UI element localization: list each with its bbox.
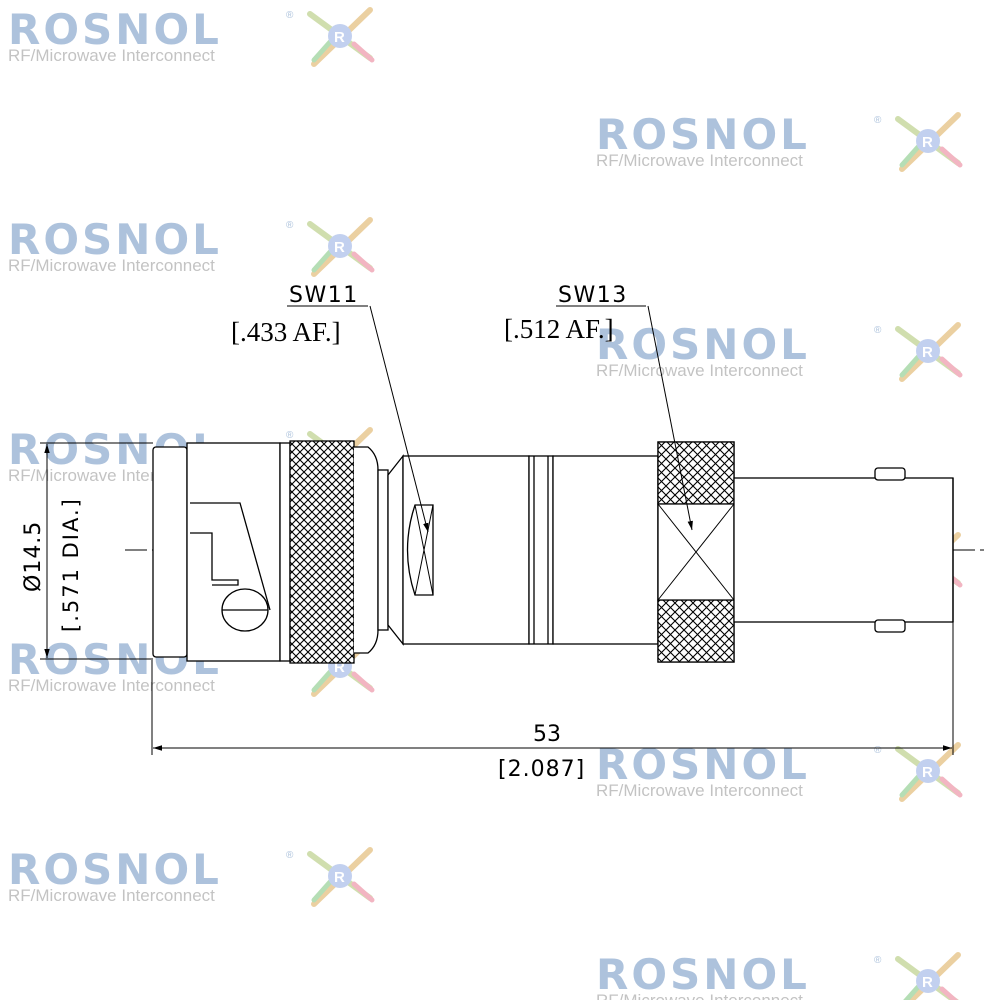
- watermark-brand: ROSNOL: [596, 320, 810, 369]
- watermark-logo-letter: R: [922, 344, 933, 361]
- sw11-value: [.433 AF.]: [231, 317, 341, 347]
- watermark-logo-icon: R: [895, 742, 963, 802]
- watermark-logo-icon: R: [307, 7, 375, 67]
- watermark-registered: ®: [286, 220, 294, 231]
- watermark-registered: ®: [874, 745, 882, 756]
- watermark-registered: ®: [874, 115, 882, 126]
- watermark-brand: ROSNOL: [596, 110, 810, 159]
- watermark-logo-icon: R: [307, 847, 375, 907]
- watermark-registered: ®: [286, 10, 294, 21]
- watermark: ROSNOL ® RF/Microwave Interconnect R: [8, 215, 375, 277]
- rear-knurl-bottom: [657, 599, 735, 663]
- watermark-registered: ®: [874, 325, 882, 336]
- dimension-annotations: [40, 305, 954, 755]
- watermark-brand: ROSNOL: [596, 950, 810, 999]
- watermark: ROSNOL ® RF/Microwave Interconnect R: [596, 320, 963, 382]
- diameter-value: Ø14.5: [21, 521, 46, 592]
- watermark-tagline: RF/Microwave Interconnect: [596, 991, 803, 1000]
- watermark-tagline: RF/Microwave Interconnect: [596, 151, 803, 170]
- rear-knurl-top: [657, 441, 735, 505]
- connector-body: [125, 440, 985, 664]
- watermark-registered: ®: [286, 430, 294, 441]
- length-imperial: [2.087]: [498, 757, 585, 782]
- nut-shoulder: [279, 442, 291, 662]
- watermark-logo-letter: R: [334, 239, 345, 256]
- neck: [377, 469, 389, 631]
- watermark-tagline: RF/Microwave Interconnect: [596, 781, 803, 800]
- watermark-brand: ROSNOL: [8, 845, 222, 894]
- watermark-logo-letter: R: [922, 974, 933, 991]
- length-value: 53: [533, 722, 561, 747]
- watermark-registered: ®: [286, 850, 294, 861]
- sw11-leader: [369, 305, 429, 533]
- sw13-leader: [647, 305, 693, 531]
- watermark: ROSNOL ® RF/Microwave Interconnect R: [8, 5, 375, 67]
- wrench-flat-sw11: [406, 504, 434, 596]
- watermark: ROSNOL ® RF/Microwave Interconnect R: [596, 740, 963, 802]
- watermark-logo-letter: R: [334, 869, 345, 886]
- watermark-brand: ROSNOL: [8, 5, 222, 54]
- knurled-coupling-nut: [289, 440, 355, 664]
- watermark: ROSNOL ® RF/Microwave Interconnect R: [596, 110, 963, 172]
- sw13-label: SW13: [558, 283, 628, 308]
- watermark-tagline: RF/Microwave Interconnect: [8, 46, 215, 65]
- watermark-tagline: RF/Microwave Interconnect: [8, 886, 215, 905]
- bnc-front-flange: [152, 446, 188, 658]
- watermark-logo-letter: R: [922, 134, 933, 151]
- bayonet-slot: [190, 502, 271, 611]
- watermark-logo-letter: R: [922, 764, 933, 781]
- watermark-logo-icon: R: [307, 217, 375, 277]
- watermark-tagline: RF/Microwave Interconnect: [8, 676, 215, 695]
- diameter-imperial: [.571 DIA.]: [59, 497, 83, 632]
- nut-transition: [354, 446, 379, 654]
- watermark: ROSNOL ® RF/Microwave Interconnect R: [8, 845, 375, 907]
- neck-taper: [387, 454, 404, 646]
- watermark: ROSNOL ® RF/Microwave Interconnect R: [596, 950, 961, 1000]
- watermark-brand: ROSNOL: [8, 215, 222, 264]
- bayonet-stud-top: [874, 467, 906, 481]
- watermark-tagline: RF/Microwave Interconnect: [8, 256, 215, 275]
- watermark-registered: ®: [874, 955, 882, 966]
- watermark-tagline: RF/Microwave Interconnect: [596, 361, 803, 380]
- sw11-label: SW11: [289, 283, 359, 308]
- watermark-logo-icon: R: [895, 952, 961, 1000]
- watermark-logo-icon: R: [895, 322, 963, 382]
- groove-ring: [528, 455, 554, 645]
- watermark-logo-letter: R: [334, 29, 345, 46]
- rear-body: [552, 455, 659, 645]
- watermark-logo-icon: R: [895, 112, 963, 172]
- watermark-logo-letter: R: [334, 659, 345, 676]
- sw13-value: [.512 AF.]: [504, 314, 614, 344]
- bayonet-stud-bottom: [874, 619, 906, 633]
- bnc-jack-body: [733, 477, 954, 623]
